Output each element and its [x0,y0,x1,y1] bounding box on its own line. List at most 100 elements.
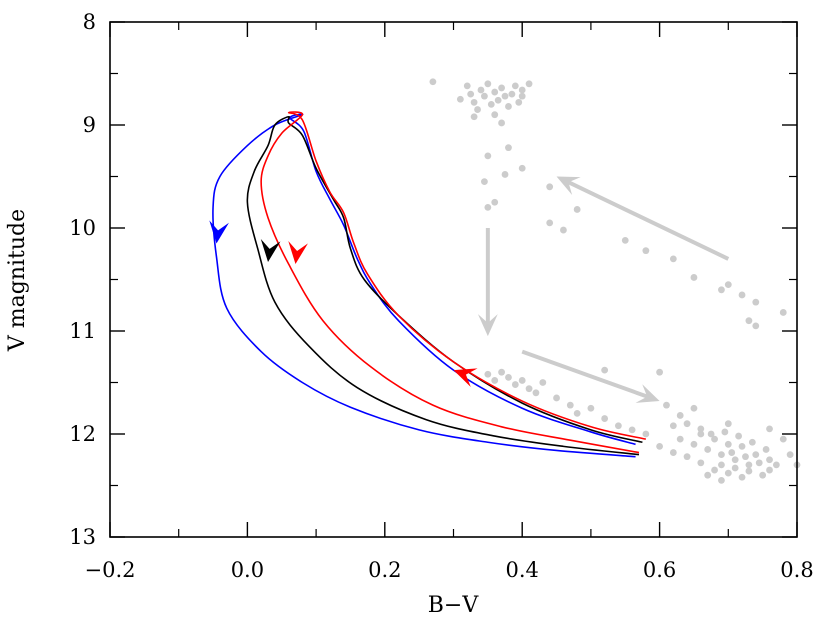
grey-star-point [731,464,739,472]
grey-star-point [525,80,533,88]
grey-star-point [498,368,505,376]
grey-star-point [676,435,684,443]
y-tick-label: 8 [83,10,96,34]
grey-star-point [766,425,773,433]
x-tick-label: 0.8 [780,558,813,582]
grey-star-point [491,88,499,96]
grey-star-point [656,442,663,450]
grey-star-point [491,198,499,206]
grey-star-point [532,389,540,397]
grey-star-point [724,281,732,289]
grey-star-point [663,401,670,409]
grey-star-point [738,473,746,481]
grey-star-point [759,471,767,479]
grey-star-point [518,164,526,172]
grey-star-point [690,274,698,281]
grey-star-point [518,86,526,94]
grey-arrow-head-1 [477,314,498,337]
grey-star-point [573,410,581,417]
y-tick-label: 9 [83,113,96,137]
grey-star-point [560,226,567,234]
grey-star-point [735,432,743,440]
grey-star-point [491,111,499,119]
grey-observed-stars [429,78,801,484]
grey-star-point [501,171,509,178]
grey-star-point [766,456,773,464]
grey-star-point [669,422,677,430]
grey-star-point [748,438,756,446]
grey-arrow-annotations [477,176,730,403]
grey-star-point [587,404,595,412]
grey-star-point [738,442,746,450]
grey-star-point [456,95,464,103]
grey-star-point [553,394,560,402]
grey-star-point [752,322,760,330]
grey-star-point [711,435,718,443]
grey-star-point [518,92,526,100]
grey-star-point [676,412,684,419]
grey-star-point [718,286,725,294]
grey-star-point [601,366,609,374]
grey-star-point [491,377,499,384]
x-tick-label: −0.2 [85,558,136,582]
grey-star-point [498,119,505,127]
grey-star-point [470,98,478,106]
grey-star-point [511,82,519,90]
grey-star-point [501,92,509,100]
grey-star-point [752,451,760,458]
grey-star-point [772,461,780,469]
grey-star-point [474,106,481,113]
grey-star-point [711,466,718,474]
grey-star-point [745,467,753,475]
grey-star-point [728,449,736,456]
x-tick-label: 0.0 [231,558,264,582]
track-arrowhead-5 [288,241,308,265]
grey-star-point [762,446,770,453]
grey-star-point [718,461,725,469]
grey-star-point [511,381,519,388]
grey-star-point [573,206,581,213]
grey-star-point [614,422,622,430]
grey-arrow-shaft-2 [521,349,651,400]
y-tick-label: 10 [69,216,96,240]
grey-star-point [505,103,512,110]
grey-star-point [508,90,516,98]
grey-star-point [621,236,629,244]
grey-star-point [718,451,725,458]
grey-star-point [484,204,492,211]
grey-star-point [628,426,636,434]
grey-star-point [724,440,732,448]
grey-star-point [484,80,492,88]
grey-star-point [721,428,729,436]
grey-star-point [683,420,691,428]
grey-star-point [704,471,712,479]
grey-star-point [505,373,512,381]
track-series [212,111,647,458]
grey-star-point [704,446,712,453]
grey-star-point [484,370,492,378]
y-tick-label: 13 [69,525,96,549]
grey-star-point [518,377,526,384]
grey-star-point [766,466,773,474]
grey-star-point [724,420,732,428]
grey-star-point [525,385,533,393]
y-tick-label: 12 [69,422,96,446]
grey-star-point [601,415,609,422]
grey-star-point [467,90,475,98]
grey-star-point [642,430,650,438]
grey-star-point [566,401,574,409]
grey-star-point [752,298,760,306]
grey-star-point [429,78,437,86]
grey-star-point [697,459,705,467]
grey-star-point [718,476,725,484]
track-arrowhead-4 [260,238,281,262]
grey-star-point [505,144,512,152]
grey-star-point [690,404,698,412]
track-arrowhead-6 [453,368,478,387]
grey-star-point [498,84,505,92]
grey-star-point [484,152,492,160]
grey-star-point [745,317,753,325]
grey-star-point [779,309,787,316]
grey-star-point [697,425,705,433]
